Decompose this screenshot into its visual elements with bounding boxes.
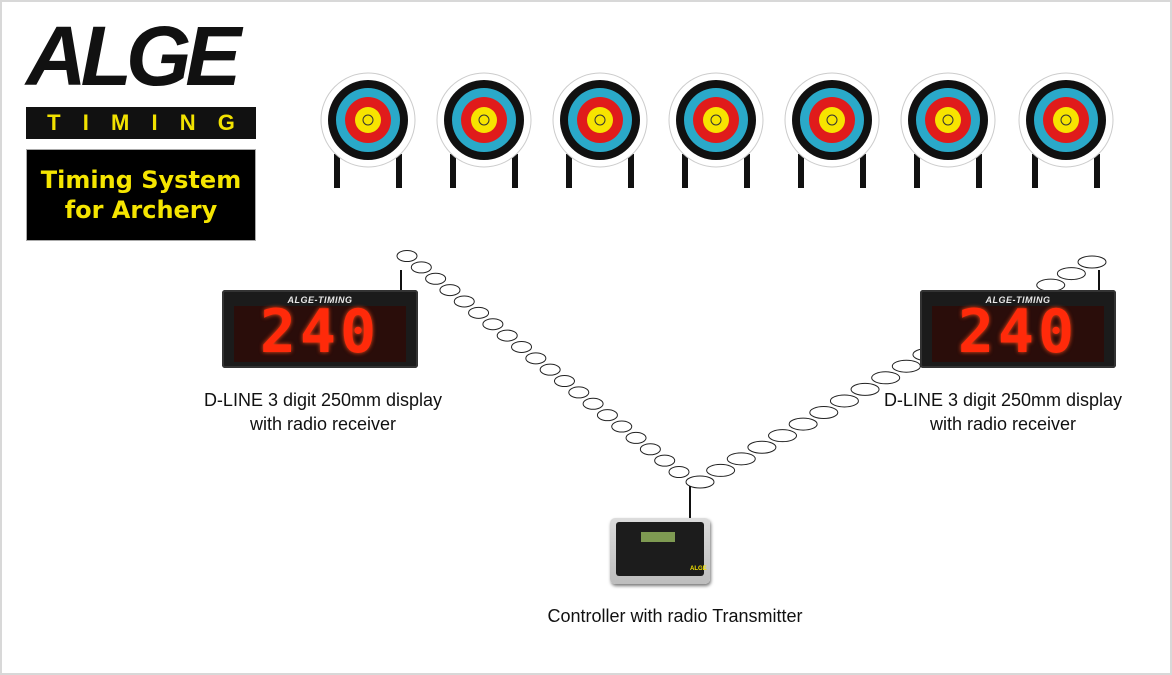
radio-wave-ellipse: [639, 443, 661, 456]
display-left-brand: ALGE-TIMING: [287, 295, 353, 305]
radio-wave-ellipse: [747, 440, 777, 454]
display-right-panel: [932, 306, 1104, 362]
display-right-brand: ALGE-TIMING: [985, 295, 1051, 305]
radio-wave-ellipse: [1056, 267, 1086, 281]
radio-wave-ellipse: [468, 306, 490, 319]
display-right-antenna: [1098, 270, 1100, 290]
radio-wave-ellipse: [625, 431, 647, 444]
radio-wave-ellipse: [425, 272, 447, 285]
radio-wave-ellipse: [611, 420, 633, 433]
archery-target: [900, 72, 996, 190]
radio-wave-ellipse: [439, 284, 461, 297]
logo-timing-letter: N: [179, 110, 196, 135]
radio-wave-ellipse: [582, 397, 604, 410]
controller-face: [616, 522, 704, 576]
archery-target: [668, 72, 764, 190]
display-left-label: D-LINE 3 digit 250mm display with radio …: [178, 388, 468, 436]
controller-antenna: [689, 486, 691, 520]
radio-wave-ellipse: [685, 475, 715, 489]
alge-timing-logo: ALGE T I M I N G: [26, 9, 256, 139]
logo-timing-letter: I: [82, 110, 89, 135]
display-left-antenna: [400, 270, 402, 290]
logo-wordmark: ALGE: [26, 9, 241, 103]
archery-target: [436, 72, 532, 190]
archery-target: [1018, 72, 1114, 190]
radio-wave-ellipse: [496, 329, 518, 342]
controller-label: Controller with radio Transmitter: [547, 606, 803, 626]
radio-wave-ellipse: [453, 295, 475, 308]
radio-wave-ellipse: [482, 318, 504, 331]
radio-wave-ellipse: [410, 261, 432, 274]
radio-wave-ellipse: [809, 406, 839, 420]
logo-timing-letter: G: [217, 110, 235, 135]
radio-wave-ellipse: [726, 452, 756, 466]
controller-device: ALGE: [610, 518, 712, 586]
radio-wave-ellipse: [871, 371, 901, 385]
title-line-2: for Archery: [64, 196, 218, 224]
radio-wave-ellipse: [396, 250, 418, 262]
title-box: Timing System for Archery: [26, 149, 256, 241]
archery-target: [320, 72, 416, 190]
radio-wave-ellipse: [768, 429, 798, 443]
display-left-label-line1: D-LINE 3 digit 250mm display: [203, 390, 443, 410]
radio-wave-ellipse: [706, 463, 736, 477]
logo-timing-letter: M: [110, 110, 130, 135]
radio-wave-ellipse: [850, 382, 880, 396]
display-left: ALGE-TIMING 240: [222, 290, 418, 368]
display-left-digits: 240: [259, 297, 381, 367]
radio-wave-ellipse: [654, 454, 676, 467]
radio-wave-ellipse: [668, 466, 690, 478]
radio-wave-ellipse: [829, 394, 859, 408]
controller-brand-mark: ALGE: [690, 566, 707, 572]
radio-wave-ellipse: [525, 352, 547, 365]
radio-wave-ellipse: [891, 359, 921, 373]
display-right-label: D-LINE 3 digit 250mm display with radio …: [858, 388, 1148, 436]
controller-lcd-screen: [641, 532, 675, 542]
archery-target: [784, 72, 880, 190]
radio-wave-ellipse: [568, 386, 590, 399]
display-right-label-line2: with radio receiver: [929, 414, 1077, 434]
display-right-label-line1: D-LINE 3 digit 250mm display: [883, 390, 1123, 410]
display-left-label-line2: with radio receiver: [249, 414, 397, 434]
display-right: ALGE-TIMING 240: [920, 290, 1116, 368]
display-right-digits: 240: [957, 297, 1079, 367]
archery-target: [552, 72, 648, 190]
radio-wave-ellipse: [553, 375, 575, 388]
radio-wave-ellipse: [596, 409, 618, 422]
radio-wave-ellipse: [511, 340, 533, 353]
radio-wave-ellipse: [788, 417, 818, 431]
radio-wave-ellipse: [1077, 255, 1107, 269]
display-left-panel: [234, 306, 406, 362]
title-line-1: Timing System: [40, 166, 242, 194]
radio-wave-ellipse: [539, 363, 561, 376]
logo-timing-bar: T I M I N G: [26, 107, 256, 139]
logo-timing-letter: T: [47, 110, 61, 135]
logo-timing-letter: I: [151, 110, 158, 135]
